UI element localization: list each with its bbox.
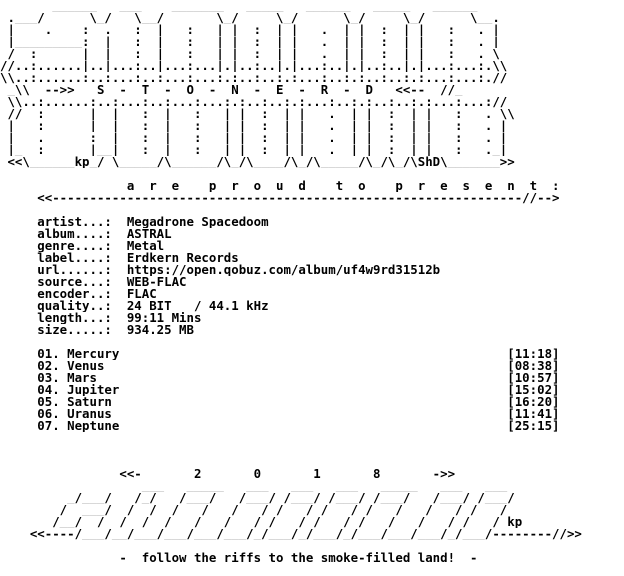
nfo-line: 07. Neptune [25:15] [0, 420, 560, 432]
nfo-line [0, 432, 624, 444]
nfo-line: genre....: Metal [0, 240, 165, 252]
nfo-line: <<----/___/__/___/___/___/___/_/___/_/__… [0, 528, 582, 540]
nfo-line: | . : . : | : | | : | | . | | : | | : . … [0, 24, 500, 36]
nfo-line: _\\ -->> S - T - O - N - E - R - D <<-- … [0, 84, 463, 96]
nfo-line: quality..: 24 BIT / 44.1 kHz [0, 300, 269, 312]
nfo-line [0, 444, 624, 456]
nfo-line: | : | | : | : | | : | | . | | : | | : . … [0, 120, 508, 132]
nfo-line: label....: Erdkern Records [0, 252, 239, 264]
nfo-line: - follow the riffs to the smoke-filled l… [0, 552, 478, 564]
nfo-line: |_________: | : | : | | : | | . | | : | … [0, 36, 500, 48]
nfo-line [0, 336, 624, 348]
nfo-line: <<\______kp_/ \_____/\______/\_/\____/\_… [0, 156, 515, 168]
nfo-line: length...: 99:11 Mins [0, 312, 202, 324]
nfo-line: \\..:......:..:...:..:...:...:.:..:..:.:… [0, 96, 508, 108]
nfo-line: source...: WEB-FLAC [0, 276, 187, 288]
nfo-line: |_ : |__| : | : | | : | | . | | : | | : … [0, 144, 508, 156]
nfo-line [0, 204, 624, 216]
nfo-line: album....: ASTRAL [0, 228, 172, 240]
nfo-line: //..:......|..|...:..|...:...|.|..:..|.|… [0, 60, 508, 72]
nfo-line: 03. Mars [10:57] [0, 372, 560, 384]
nfo-line: <<--------------------------------------… [0, 192, 560, 204]
nfo-line: .___/ \_/ \__/ \_/ \_/ \_/ \_/ \__. [0, 12, 500, 24]
nfo-line: artist...: Megadrone Spacedoom [0, 216, 269, 228]
nfo-line: /__/ / / / / / / / / / / / / / / / / / k… [0, 516, 523, 528]
nfo-line: / ___/ / / / / / / / / / / / / / / / / [0, 504, 508, 516]
nfo-line: 05. Saturn [16:20] [0, 396, 560, 408]
nfo-line [0, 456, 624, 468]
nfo-line: 01. Mercury [11:18] [0, 348, 560, 360]
nfo-line: ___ _____ ___ ___ ___ _____ ___ ___ [0, 480, 508, 492]
nfo-line: // : | | : | : | | : | | . | | : | | : .… [0, 108, 515, 120]
nfo-line: _/___/ /_/ /___/ /___/ /___/ /___/ /___/… [0, 492, 515, 504]
nfo-line: / : | | : | : | | : | | . | | : | | : . … [0, 48, 500, 60]
nfo-line: | . : | : | : | | : | | . | | : | | : . … [0, 132, 508, 144]
nfo-line: url......: https://open.qobuz.com/album/… [0, 264, 441, 276]
nfo-line: size.....: 934.25 MB [0, 324, 194, 336]
nfo-line: 02. Venus [08:38] [0, 360, 560, 372]
nfo-line: 04. Jupiter [15:02] [0, 384, 560, 396]
nfo-line: \\..:......:..:...:..:...:...:.:..:..:.:… [0, 72, 508, 84]
nfo-line [0, 168, 624, 180]
nfo-line: 06. Uranus [11:41] [0, 408, 560, 420]
nfo-line: encoder..: FLAC [0, 288, 157, 300]
nfo-line: ______ ___ _______ _____ ______ _____ __… [0, 0, 478, 12]
nfo-line [0, 540, 624, 552]
nfo-line: a r e p r o u d t o p r e s e n t : [0, 180, 560, 192]
nfo-line: <<- 2 0 1 8 ->> [0, 468, 456, 480]
